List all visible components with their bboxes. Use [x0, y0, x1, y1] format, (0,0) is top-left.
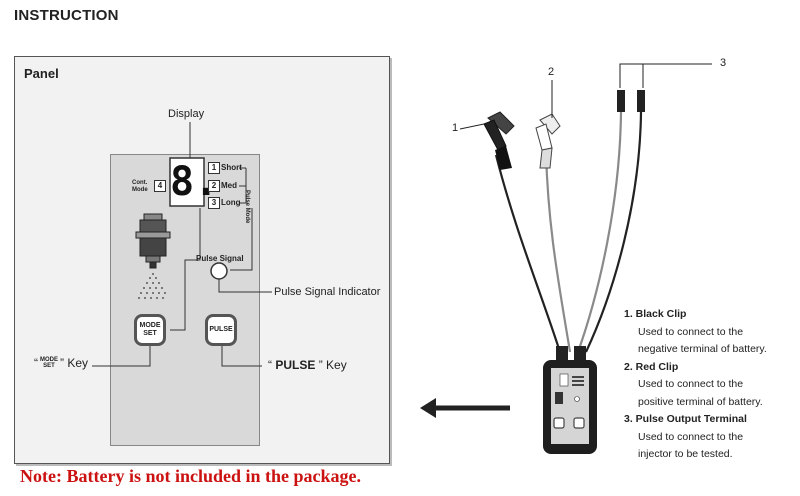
display-label: Display: [168, 108, 205, 120]
digit-readout: 8.: [170, 159, 219, 205]
tester-device: [543, 346, 597, 454]
mode-2-label: Med: [221, 181, 237, 190]
mode-1-label: Short: [221, 163, 242, 172]
legend-text-red-clip-1: Used to connect to the: [638, 378, 744, 390]
cont-mode-number: 4: [154, 180, 166, 192]
pulse-key-caption-name: PULSE: [275, 358, 316, 372]
mode-key-open-quote: “: [34, 356, 38, 370]
mode-set-button-line1: MODE: [139, 322, 161, 329]
legend-text-black-clip-2: negative terminal of battery.: [638, 343, 767, 355]
pulse-button[interactable]: PULSE: [205, 314, 237, 346]
battery-note: Note: Battery is not included in the pac…: [20, 466, 361, 486]
panel-label: Panel: [24, 66, 59, 81]
legend-heading-black-clip: 1. Black Clip: [624, 308, 687, 320]
mode-set-button-line2: SET: [143, 330, 157, 337]
pulse-button-label: PULSE: [209, 326, 233, 333]
pulse-signal-indicator-label: Pulse Signal Indicator: [274, 286, 381, 298]
cont-mode-label-line2: Mode: [132, 187, 148, 193]
mode-3-number: 3: [208, 197, 220, 209]
mode-1-number: 1: [208, 162, 220, 174]
pulse-signal-led: [210, 262, 228, 280]
mode-3-label: Long: [221, 198, 241, 207]
spray-pattern: [138, 273, 166, 299]
injector-illustration: [135, 213, 171, 269]
pulse-key-open-quote: “: [268, 358, 272, 372]
legend-text-red-clip-2: positive terminal of battery.: [638, 395, 763, 408]
pulse-signal-label: Pulse Signal: [196, 254, 244, 263]
callout-3: 3: [720, 57, 727, 69]
pulse-key-caption: “ PULSE ” Key: [268, 358, 347, 372]
black-clip-illustration: [483, 111, 515, 170]
red-clip-illustration: [535, 113, 561, 169]
page-title: INSTRUCTION: [14, 7, 119, 24]
pulse-key-close: ” Key: [318, 358, 347, 372]
pulse-mode-label: Pulse Mode: [244, 190, 250, 224]
digit-display: [169, 157, 205, 207]
legend-heading-output-terminal: 3. Pulse Output Terminal: [624, 413, 747, 425]
legend-text-output-terminal-2: injector to be tested.: [638, 448, 733, 460]
callout-2: 2: [548, 66, 555, 78]
cont-mode-label-line1: Cont.: [132, 180, 148, 186]
left-arrow-icon: [420, 398, 436, 418]
legend: 1. Black Clip Used to connect to the neg…: [624, 306, 800, 464]
mode-key-close: ” Key: [60, 356, 89, 370]
terminal-connector: [637, 90, 645, 112]
mode-2-number: 2: [208, 180, 220, 192]
legend-heading-red-clip: 2. Red Clip: [624, 360, 679, 373]
terminal-connector: [617, 90, 625, 112]
mode-key-caption-line2: SET: [43, 363, 55, 369]
callout-1: 1: [452, 122, 459, 134]
legend-text-output-terminal-1: Used to connect to the: [638, 430, 744, 443]
mode-key-caption-line1: MODE: [40, 357, 58, 363]
legend-text-black-clip-1: Used to connect to the: [638, 325, 744, 338]
